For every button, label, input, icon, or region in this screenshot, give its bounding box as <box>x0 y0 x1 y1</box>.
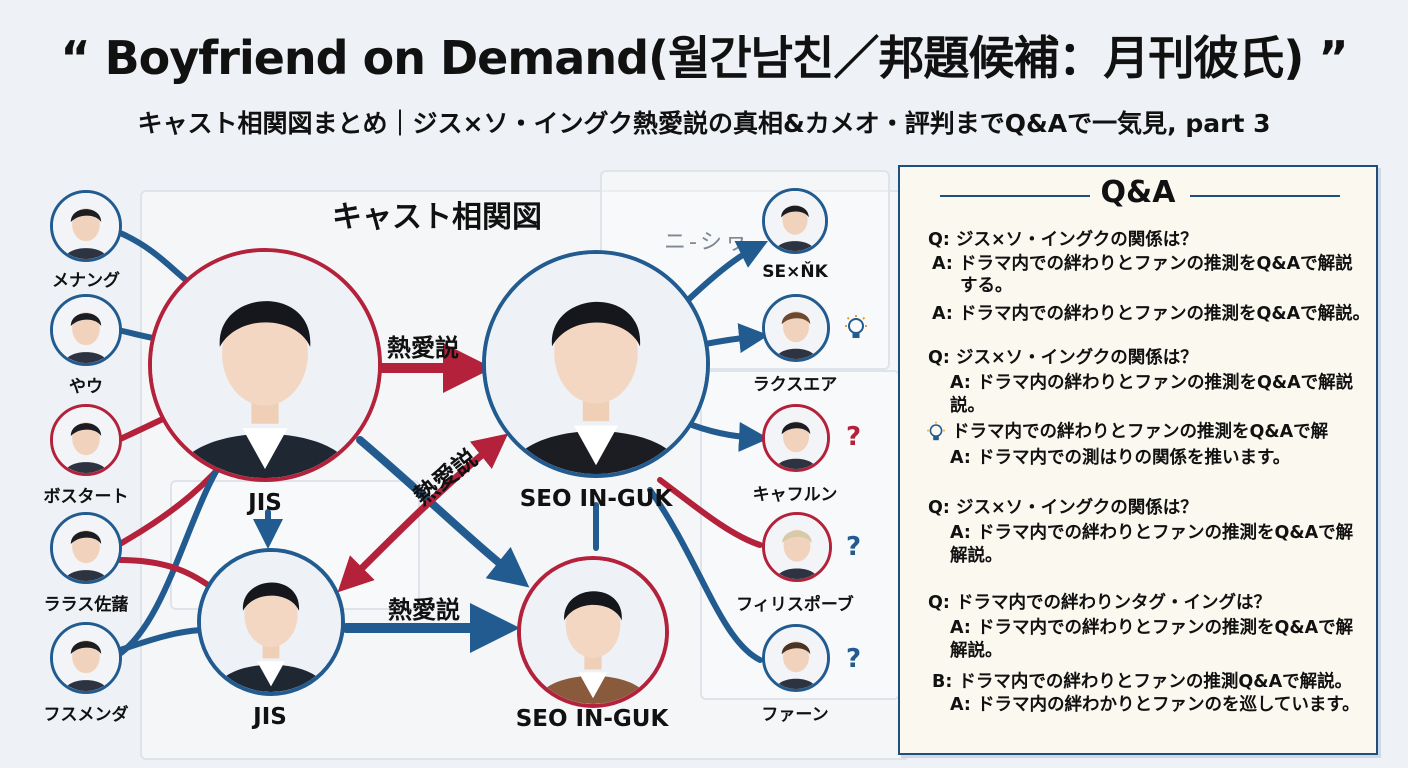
question-mark-icon: ? <box>846 532 862 562</box>
page-subtitle: キャスト相関図まとめ｜ジス×ソ・イングク熱愛説の真相&カメオ・評判までQ&Aで一… <box>137 109 1271 138</box>
link-left-3 <box>115 415 168 443</box>
cast-label: メナング <box>52 271 120 291</box>
avatar-left-2 <box>50 294 122 366</box>
avatar-seo-second <box>517 556 669 708</box>
avatar-right-5 <box>762 624 830 692</box>
link-right-3 <box>689 421 769 452</box>
cast-label: キャフルン <box>752 485 838 505</box>
qa-line: ドラマ内での絆わりとファンの推測をQ&Aで解 <box>952 422 1329 442</box>
avatar-right-1 <box>762 188 828 254</box>
qa-line: A: ドラマ内での絆わりとファンの推測をQ&Aで解説 <box>932 254 1353 274</box>
avatar-right-2 <box>762 294 830 362</box>
qa-line: A: ドラマ内での絆わりとファンの推測をQ&Aで解 <box>950 523 1354 543</box>
qa-line: A: ドラマ内での絆わりとファンの推測をQ&Aで解 <box>950 618 1354 638</box>
background-sign: ニ-シヮ <box>664 230 750 255</box>
avatar-right-4 <box>762 512 832 582</box>
question-mark-icon: ? <box>846 644 862 674</box>
cast-label: ボスタート <box>43 487 129 507</box>
qa-line: 解説。 <box>950 641 1003 661</box>
qa-line: Q: ジス×ソ・イングクの関係は？ <box>928 230 1198 250</box>
qa-line: A: ドラマ内の絆わりとファンの推測をQ&Aで解説 <box>950 373 1354 393</box>
cast-label: SE×ŇK <box>762 262 828 282</box>
avatar-seo-main <box>482 250 710 478</box>
qa-line: A: ドラマ内での絆わりとファンの推測をQ&Aで解説。 <box>932 304 1371 324</box>
diagram-section-label: キャスト相関図 <box>332 200 542 235</box>
cast-label: ファーン <box>761 705 829 725</box>
qa-line: 説。 <box>950 396 985 416</box>
qa-line: 解説。 <box>950 546 1003 566</box>
lightbulb-icon <box>927 421 945 441</box>
qa-line: Q: ドラマ内での絆わりンタグ・イングは？ <box>928 593 1271 613</box>
cast-label: フィリスポーブ <box>736 595 854 615</box>
node-label-jis-second: JIS <box>253 704 287 730</box>
link-right-1 <box>685 240 769 303</box>
cast-label: ラクスエア <box>752 375 838 395</box>
avatar-left-4 <box>50 512 122 584</box>
question-mark-icon: ? <box>846 422 862 452</box>
qa-title: Q&A <box>1100 175 1176 210</box>
lightbulb-icon <box>845 315 867 338</box>
qa-line: Q: ジス×ソ・イングクの関係は？ <box>928 498 1198 518</box>
qa-line: する。 <box>960 276 1013 296</box>
link-jis2-seo-cross <box>337 433 509 593</box>
link-right-2 <box>697 323 769 354</box>
cast-label: やウ <box>69 377 103 397</box>
avatar-left-1 <box>50 190 122 262</box>
node-label-seo-second: SEO IN-GUK <box>515 706 669 732</box>
link-left-5 <box>115 447 233 658</box>
qa-line: A: ドラマ内の絆わかりとファンのを巡しています。 <box>950 695 1360 715</box>
page-title: “ Boyfriend on Demand(월간남친／邦題候補：月刊彼氏) ” <box>60 31 1348 85</box>
qa-line: A: ドラマ内での測はりの関係を推います。 <box>950 448 1291 468</box>
node-label-jis: JIS <box>248 490 282 516</box>
avatar-right-3 <box>762 404 830 472</box>
avatar-jis-main <box>148 248 382 482</box>
edge-label-heat-rumor: 熱愛説 <box>388 596 460 624</box>
cast-label: ララス佐藷 <box>43 595 129 615</box>
link-right-4 <box>657 477 763 548</box>
qa-line: Q: ジス×ソ・イングクの関係は？ <box>928 348 1198 368</box>
avatar-left-5 <box>50 622 122 694</box>
qa-panel: Q&A Q: ジス×ソ・イングクの関係は？ A: ドラマ内での絆わりとファンの推… <box>898 165 1378 755</box>
node-label-seo: SEO IN-GUK <box>519 486 673 512</box>
avatar-jis-second <box>197 548 345 696</box>
cast-label: フスメンダ <box>43 705 129 725</box>
qa-title-rule <box>940 195 1090 197</box>
link-right-5 <box>647 487 763 663</box>
qa-title-rule <box>1190 195 1340 197</box>
qa-line: B: ドラマ内での絆わりとファンの推測Q&Aで解説。 <box>932 672 1353 692</box>
edge-label-heat-rumor: 熱愛説 <box>387 334 459 362</box>
avatar-left-3 <box>50 404 122 476</box>
